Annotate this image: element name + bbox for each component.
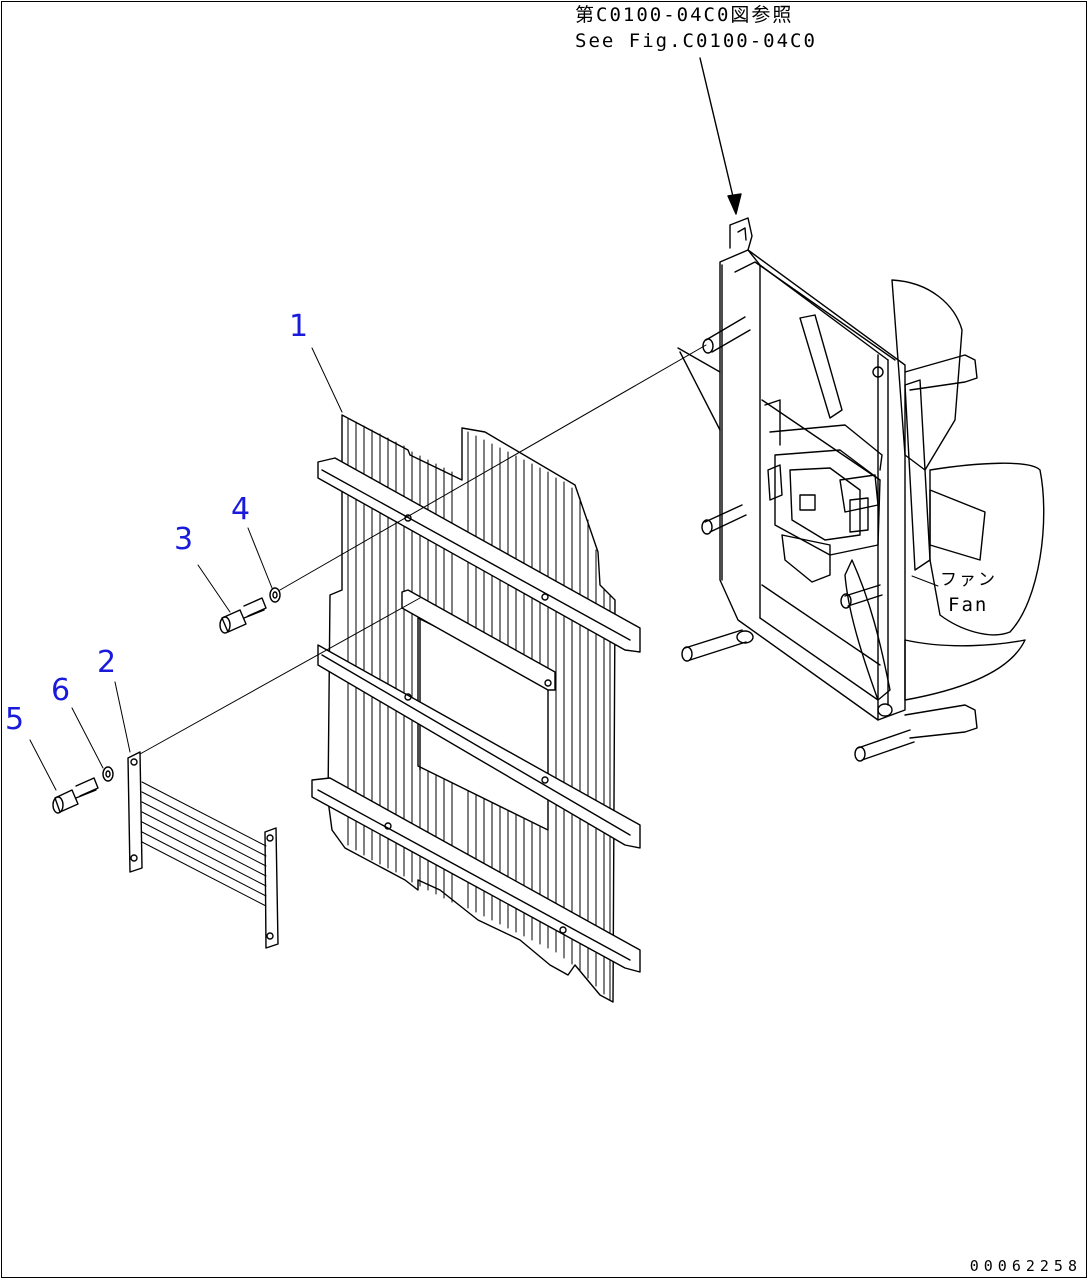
fan-blade-lower [904, 639, 1026, 701]
callout-4: 4 [231, 492, 251, 527]
shroud-stud-mid [701, 504, 747, 535]
fan-shroud-assembly [677, 217, 1045, 762]
guard-crossbar-top [317, 457, 641, 653]
fan-guard-screen [311, 414, 641, 1003]
assembly-lines [139, 344, 707, 755]
net-panel [127, 751, 279, 949]
callout-leaders [29, 347, 939, 791]
drawing-number: 00062258 [969, 1257, 1082, 1275]
guard-crossbar-low [311, 777, 641, 973]
bolt-part-3 [219, 597, 267, 634]
shroud-stud-lower [681, 629, 754, 662]
shroud-stud-right-mid [840, 584, 883, 609]
shroud-frame [719, 249, 906, 721]
reference-note-english: See Fig.C0100-04C0 [575, 30, 817, 52]
callout-5: 5 [5, 702, 25, 737]
fan-motor [764, 399, 883, 583]
washer-part-4 [269, 587, 281, 603]
callout-3: 3 [174, 522, 194, 557]
reference-leader-arrow [699, 57, 742, 215]
fan-blade-right [929, 462, 1045, 636]
fan-label-japanese: ファン [940, 570, 997, 590]
callout-6: 6 [51, 673, 71, 708]
fan-label-english: Fan [948, 594, 989, 616]
shroud-stud-top [702, 316, 751, 354]
reference-note-japanese: 第C0100-04C0図参照 [575, 4, 794, 26]
bolt-part-5 [52, 777, 99, 814]
callout-2: 2 [97, 645, 117, 680]
washer-part-6 [102, 766, 114, 782]
shroud-stud-bottom [854, 729, 915, 762]
fan-blade-upper [891, 279, 963, 471]
callout-1: 1 [289, 309, 309, 344]
